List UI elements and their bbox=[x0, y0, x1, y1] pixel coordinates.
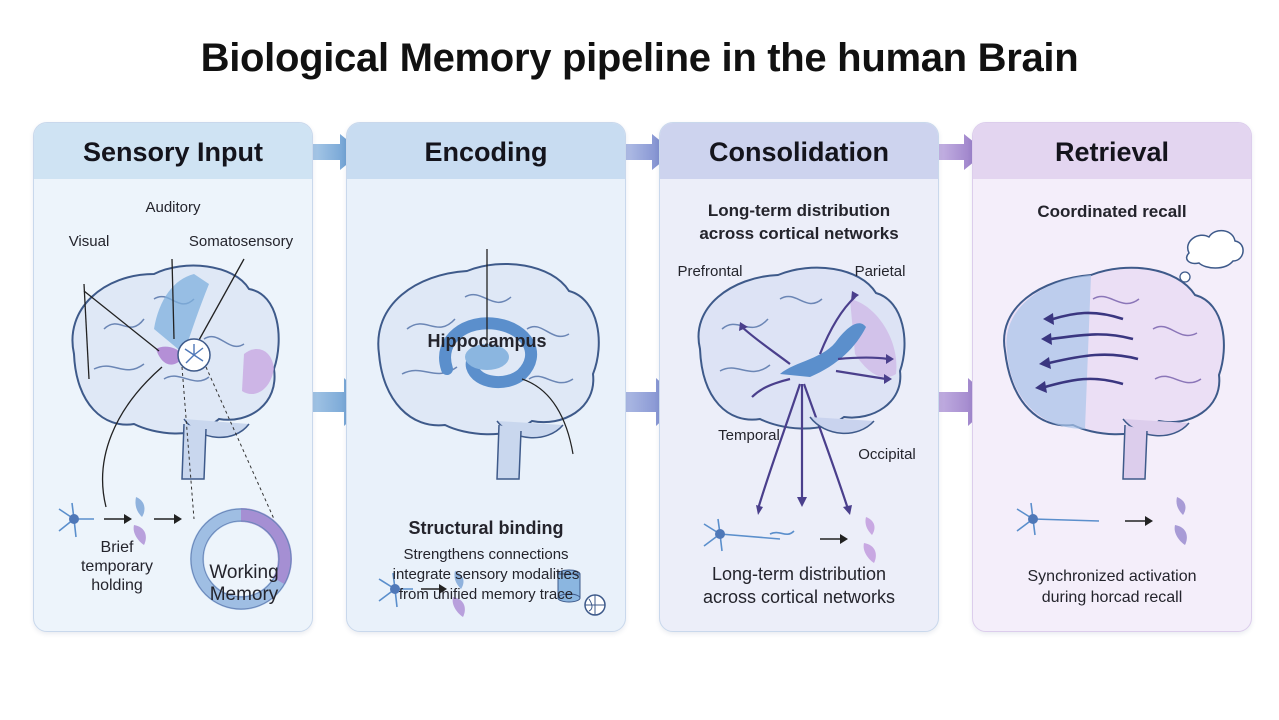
heading-consolidation: Long-term distribution across cortical n… bbox=[699, 201, 899, 243]
label-temporal: Temporal bbox=[718, 427, 780, 444]
panel-title: Encoding bbox=[347, 123, 625, 179]
label-auditory: Auditory bbox=[145, 199, 201, 216]
header-arrow-2 bbox=[612, 134, 674, 170]
label-parietal: Parietal bbox=[854, 263, 906, 280]
subtitle-structural-binding: Structural binding bbox=[408, 518, 564, 538]
caption-consolidation: Long-term distribution across cortical n… bbox=[702, 564, 896, 607]
header-arrow-3 bbox=[924, 134, 986, 170]
heading-retrieval: Coordinated recall bbox=[1037, 202, 1187, 221]
panel-encoding: Encoding Hipp bbox=[346, 122, 626, 632]
label-prefrontal: Prefrontal bbox=[677, 263, 743, 280]
panel-sensory-input: Sensory Input bbox=[33, 122, 313, 632]
panel-retrieval: Retrieval bbox=[972, 122, 1252, 632]
panel-title: Sensory Input bbox=[34, 123, 312, 179]
diagram-title: Biological Memory pipeline in the human … bbox=[200, 36, 1079, 80]
label-hippocampus: Hippocampus bbox=[427, 331, 547, 351]
sensory-brain-illustration bbox=[58, 258, 292, 610]
panel-title: Retrieval bbox=[973, 123, 1251, 179]
caption-encoding: Strengthens connections integrate sensor… bbox=[392, 546, 580, 603]
panel-consolidation: Consolidation bbox=[659, 122, 939, 632]
caption-brief-holding: Brief temporary holding bbox=[80, 539, 154, 594]
encoding-brain-illustration bbox=[377, 249, 606, 617]
label-occipital: Occipital bbox=[858, 446, 916, 463]
panel-title: Consolidation bbox=[660, 123, 938, 179]
caption-retrieval: Synchronized activation during horcad re… bbox=[1027, 568, 1197, 606]
consolidation-brain-illustration bbox=[697, 266, 906, 563]
caption-working-memory: Working Memory bbox=[209, 562, 279, 605]
label-visual: Visual bbox=[68, 233, 110, 250]
retrieval-brain-illustration bbox=[1003, 229, 1244, 545]
label-somatosensory: Somatosensory bbox=[188, 233, 294, 250]
